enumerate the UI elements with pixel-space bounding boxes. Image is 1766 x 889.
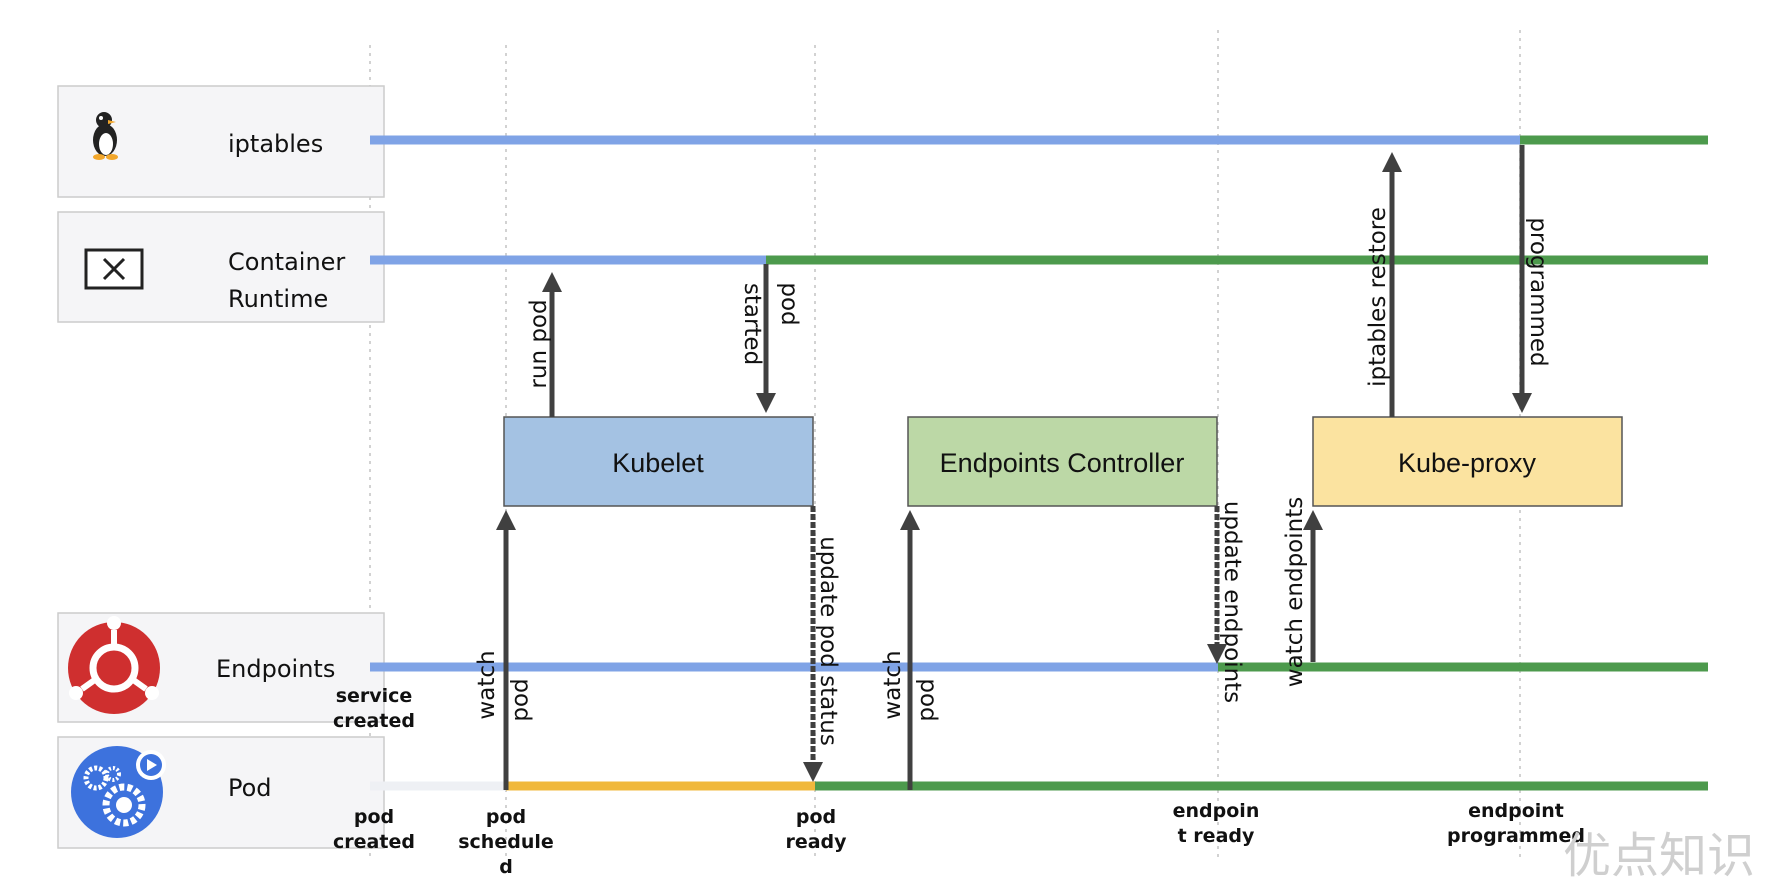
kubelet-box: Kubelet <box>503 416 814 507</box>
service-created-label-line2: created <box>333 710 415 732</box>
update-pod-status-label: update pod status <box>815 536 841 746</box>
pod-started-label-line1: pod <box>776 282 802 325</box>
endpoint-ready-label-line2: t ready <box>1178 825 1255 847</box>
row-label-runtime-line1: Container <box>228 248 345 276</box>
pod-scheduled-label-line1: pod <box>486 806 526 828</box>
penguin-icon <box>93 112 118 160</box>
pod-ready-label-line2: ready <box>785 831 847 853</box>
arrows <box>496 145 1532 790</box>
row-container-runtime: Container Runtime <box>57 211 385 323</box>
row-iptables: iptables <box>57 85 385 198</box>
kube-proxy-label: Kube-proxy <box>1398 448 1537 478</box>
pod-gears-icon <box>71 746 166 838</box>
kube-proxy-box: Kube-proxy <box>1312 416 1623 507</box>
pod-ready-label-line1: pod <box>796 806 836 828</box>
timelines <box>370 135 1708 791</box>
container-x-icon <box>84 248 144 290</box>
iptables-restore-label: iptables restore <box>1365 207 1391 387</box>
watch-pod-2-label-line2: pod <box>915 678 941 721</box>
kubelet-label: Kubelet <box>612 448 704 478</box>
row-pod: Pod <box>57 736 385 849</box>
pod-created-label-line2: created <box>333 831 415 853</box>
service-created-label-line1: service <box>336 685 413 707</box>
update-endpoints-label: update endpoints <box>1219 501 1245 703</box>
endpoints-controller-label: Endpoints Controller <box>940 448 1185 478</box>
watch-pod-2-label-line1: watch <box>880 650 906 719</box>
watermark: 优点知识 <box>1563 828 1755 884</box>
watch-pod-1-label-line1: watch <box>474 650 500 719</box>
row-label-runtime-line2: Runtime <box>228 285 328 313</box>
pod-created-label-line1: pod <box>354 806 394 828</box>
endpoint-ready-label-line1: endpoin <box>1173 800 1260 822</box>
endpoint-programmed-label-line2: programmed <box>1447 825 1585 847</box>
endpoints-icon <box>68 616 160 714</box>
endpoint-programmed-label-line1: endpoint <box>1468 800 1564 822</box>
watch-endpoints-label: watch endpoints <box>1282 497 1308 687</box>
run-pod-label: run pod <box>526 299 552 388</box>
row-label-iptables-line1: iptables <box>228 130 323 158</box>
pod-started-label-line2: started <box>739 283 765 365</box>
row-label-endpoints-line1: Endpoints <box>216 655 335 683</box>
watch-pod-1-label-line2: pod <box>509 678 535 721</box>
pod-scheduled-label-line2: schedule <box>458 831 554 853</box>
endpoints-controller-box: Endpoints Controller <box>907 416 1218 507</box>
pod-scheduled-label-line3: d <box>499 856 513 878</box>
milestone-labels: service created pod created pod schedule… <box>333 685 1585 878</box>
row-endpoints: Endpoints <box>57 612 385 723</box>
programmed-label: programmed <box>1525 217 1551 366</box>
row-label-pod-line1: Pod <box>228 774 272 802</box>
